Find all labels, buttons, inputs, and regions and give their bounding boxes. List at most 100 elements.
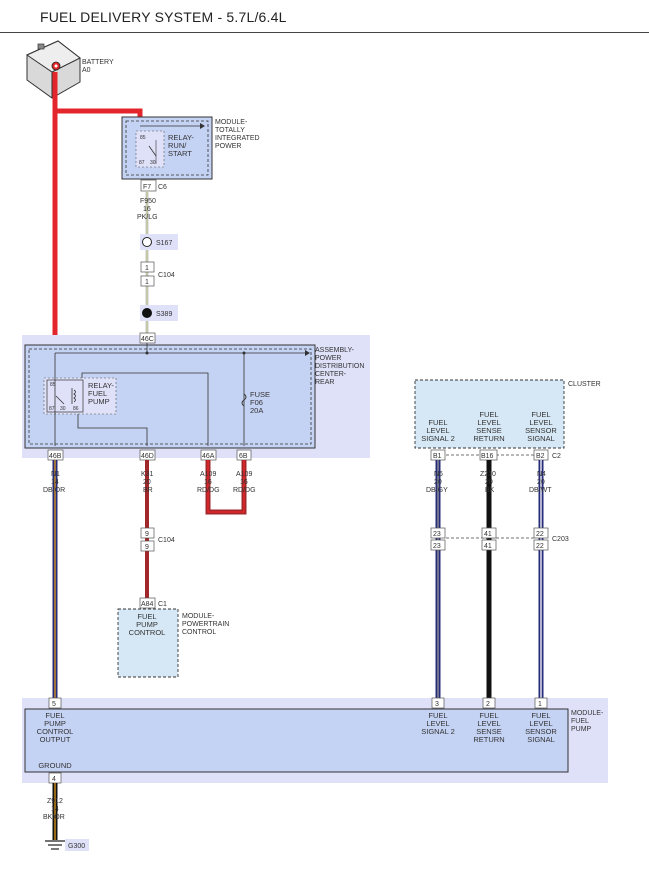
c203-pin-bottom-23: 23 [433, 543, 441, 550]
pcm-label-2: POWERTRAIN [182, 621, 229, 628]
cluster-sig3-l4: SIGNAL [527, 434, 555, 443]
c104-upper-connector: C104 [158, 272, 175, 279]
fpm-sig2-l2: LEVEL [477, 719, 500, 728]
splice-s167-label: S167 [156, 240, 172, 247]
pdc-relay-pin-30: 30 [60, 406, 66, 412]
cluster-module[interactable] [414, 379, 565, 449]
fpm-control-l1: FUEL [45, 711, 64, 720]
fpm-sig3-l4: SIGNAL [527, 735, 555, 744]
wire-n6-gauge: 20 [434, 479, 442, 486]
wire-n1-color: DB/OR [43, 487, 65, 494]
pdc-relay-label-2: FUEL [88, 389, 107, 398]
c104-lower-top-box [140, 527, 155, 539]
c203-pin-top-22: 22 [536, 531, 544, 538]
pcm-module[interactable] [117, 608, 179, 678]
fpm-pin-4: 4 [52, 776, 56, 783]
pdc-label-1: ASSEMBLY- [315, 347, 355, 354]
c203-top-3-box [533, 527, 549, 539]
fpm-sig1-l2: LEVEL [426, 719, 449, 728]
fpm-pin-5-box [48, 697, 62, 709]
fpm-pin-3-box [431, 697, 445, 709]
fpm-pin-2-box [482, 697, 496, 709]
pcm-label-1: MODULE- [182, 613, 215, 620]
tipm-relay-label-2: RUN/ [168, 141, 187, 150]
fpm-control-l3: CONTROL [37, 727, 74, 736]
c203-pin-top-23: 23 [433, 531, 441, 538]
tipm-label-2: TOTALLY [215, 127, 245, 134]
fpm-label-3: PUMP [571, 726, 592, 733]
cluster-sig1-l1: FUEL [428, 418, 447, 427]
tipm-relay-pin-85: 85 [140, 135, 146, 141]
wire-z912-gauge: 14 [51, 806, 59, 813]
wire-a109b-gauge: 16 [240, 479, 248, 486]
pdc-label-4: CENTER- [315, 371, 347, 378]
cluster-sig2-l4: RETURN [473, 434, 504, 443]
tipm-relay-pin-87: 87 [139, 160, 145, 166]
battery[interactable] [25, 40, 81, 99]
pdc-pin-46b: 46B [49, 453, 62, 460]
cluster-pin-b2: B2 [536, 453, 545, 460]
wire-n6-circuit: N6 [434, 471, 443, 478]
wire-n4-circuit: N4 [537, 471, 546, 478]
wire-k31-circuit: K31 [141, 471, 154, 478]
c104-upper-top-box [140, 261, 155, 273]
fpm-sig1-l1: FUEL [428, 711, 447, 720]
pcm-inner-1: FUEL [137, 612, 156, 621]
fpm-control-l2: PUMP [44, 719, 66, 728]
pdc-fuse-label-1: FUSE [250, 390, 270, 399]
fpm-pin-1: 1 [538, 701, 542, 708]
c104-lower-connector: C104 [158, 537, 175, 544]
wire-n1-gauge: 14 [51, 479, 59, 486]
wire-a109b-circuit: A109 [236, 471, 252, 478]
fpm-sig2-l4: RETURN [473, 735, 504, 744]
wire-k31-gauge: 20 [143, 479, 151, 486]
cluster-pin-b1: B1 [433, 453, 442, 460]
battery-code: A0 [82, 67, 91, 74]
fpm-sig3-l1: FUEL [531, 711, 550, 720]
fuel-pump-module[interactable] [24, 708, 569, 773]
pdc-label-5: REAR [315, 379, 334, 386]
pdc-pin-top: 46C [141, 336, 154, 343]
cluster-label: CLUSTER [568, 381, 601, 388]
c203-top-2-box [481, 527, 497, 539]
wire-n1-circuit: N1 [51, 471, 60, 478]
c203-pin-top-41: 41 [484, 531, 492, 538]
c203-pin-bottom-22: 22 [536, 543, 544, 550]
c104-upper-bottom-box [140, 275, 155, 287]
fpm-pin-2: 2 [486, 701, 490, 708]
wire-f950-color: PK/LG [137, 214, 158, 221]
splice-s167 [142, 237, 152, 247]
wire-a109b-color: RD/DG [233, 487, 256, 494]
pdc-fuse-label-3: 20A [250, 406, 263, 415]
c203-top-1-box [430, 527, 446, 539]
wire-a109a-circuit: A109 [200, 471, 216, 478]
pdc-pin-46c-box [139, 332, 156, 344]
battery-label: BATTERY [82, 59, 114, 66]
cluster-sig2-l3: SENSE [476, 426, 501, 435]
pdc-module[interactable] [24, 343, 316, 449]
wire-n4-gauge: 20 [537, 479, 545, 486]
pdc-relay-label-3: PUMP [88, 397, 110, 406]
tipm-module[interactable] [121, 116, 213, 180]
fpm-pin-1-box [534, 697, 548, 709]
splice-s389-label: S389 [156, 311, 172, 318]
fpm-sig2-l3: SENSE [476, 727, 501, 736]
pdc-relay-label-1: RELAY- [88, 381, 114, 390]
pcm-label-3: CONTROL [182, 629, 216, 636]
title-divider [0, 32, 649, 33]
wire-f950-gauge: 16 [143, 206, 151, 213]
wire-a109a-gauge: 16 [204, 479, 212, 486]
wire-z210-color: BK [485, 487, 495, 494]
cluster-sig2-l1: FUEL [479, 410, 498, 419]
pcm-inner-2: PUMP [136, 620, 158, 629]
wire-z210-circuit: Z210 [480, 471, 496, 478]
c104-upper-pin-bottom: 1 [145, 279, 149, 286]
wire-z912-circuit: Z912 [47, 798, 63, 805]
wire-z210-gauge: 20 [485, 479, 493, 486]
pdc-pin-46a: 46A [202, 453, 215, 460]
fpm-sig2-l1: FUEL [479, 711, 498, 720]
ground-g300-bg [65, 839, 89, 851]
cluster-pin-b16: B16 [481, 453, 494, 460]
tipm-relay-label-1: RELAY- [168, 133, 194, 142]
pdc-label-3: DISTRIBUTION [315, 363, 364, 370]
